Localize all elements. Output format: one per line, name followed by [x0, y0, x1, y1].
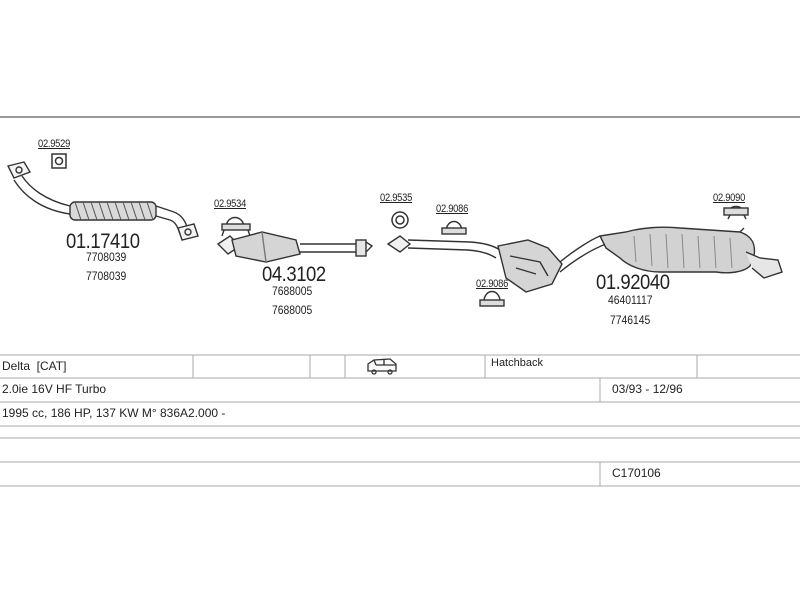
gasket-icon — [51, 153, 67, 169]
part-number-hanger: 02.9086 — [436, 203, 469, 215]
engine-spec: 1995 cc, 186 HP, 137 KW M° 836A2.000 - — [2, 406, 226, 420]
system-code: C170106 — [612, 466, 661, 480]
part-number-clamp: 02.9534 — [214, 198, 247, 210]
part-number-rear-silencer: 01.92040 — [596, 271, 670, 294]
part-number-front-pipe: 01.17410 — [66, 230, 140, 253]
part-number-catalyst: 04.3102 — [262, 263, 326, 286]
oe-number: 7708039 — [86, 271, 127, 283]
oe-number: 46401117 — [608, 295, 653, 307]
clamp-icon — [221, 216, 251, 237]
catalyst-icon — [216, 231, 374, 263]
body-type: Hatchback — [491, 357, 543, 369]
production-years: 03/93 - 12/96 — [612, 382, 683, 396]
rear-silencer-icon — [598, 226, 783, 279]
front-pipe-icon — [6, 161, 199, 241]
oe-number: 7688005 — [272, 286, 313, 298]
part-number-rear-hanger: 02.9090 — [713, 192, 746, 204]
part-number-gasket-2: 02.9535 — [380, 192, 413, 204]
oe-number: 7688005 — [272, 305, 313, 317]
part-number-gasket: 02.9529 — [38, 138, 71, 150]
engine-name: 2.0ie 16V HF Turbo — [2, 382, 107, 396]
vehicle-model: Delta [CAT] — [2, 359, 67, 373]
oe-number: 7746145 — [610, 315, 651, 327]
part-number-hanger-2: 02.9086 — [476, 278, 509, 290]
hatchback-car-icon — [367, 358, 397, 375]
oe-number: 7708039 — [86, 252, 127, 264]
rubber-hanger-icon-2 — [479, 290, 505, 307]
rubber-hanger-icon — [441, 220, 467, 235]
gasket-ring-icon — [391, 211, 409, 229]
intermediate-pipe-icon — [386, 235, 607, 293]
rear-hanger-icon — [723, 205, 749, 220]
